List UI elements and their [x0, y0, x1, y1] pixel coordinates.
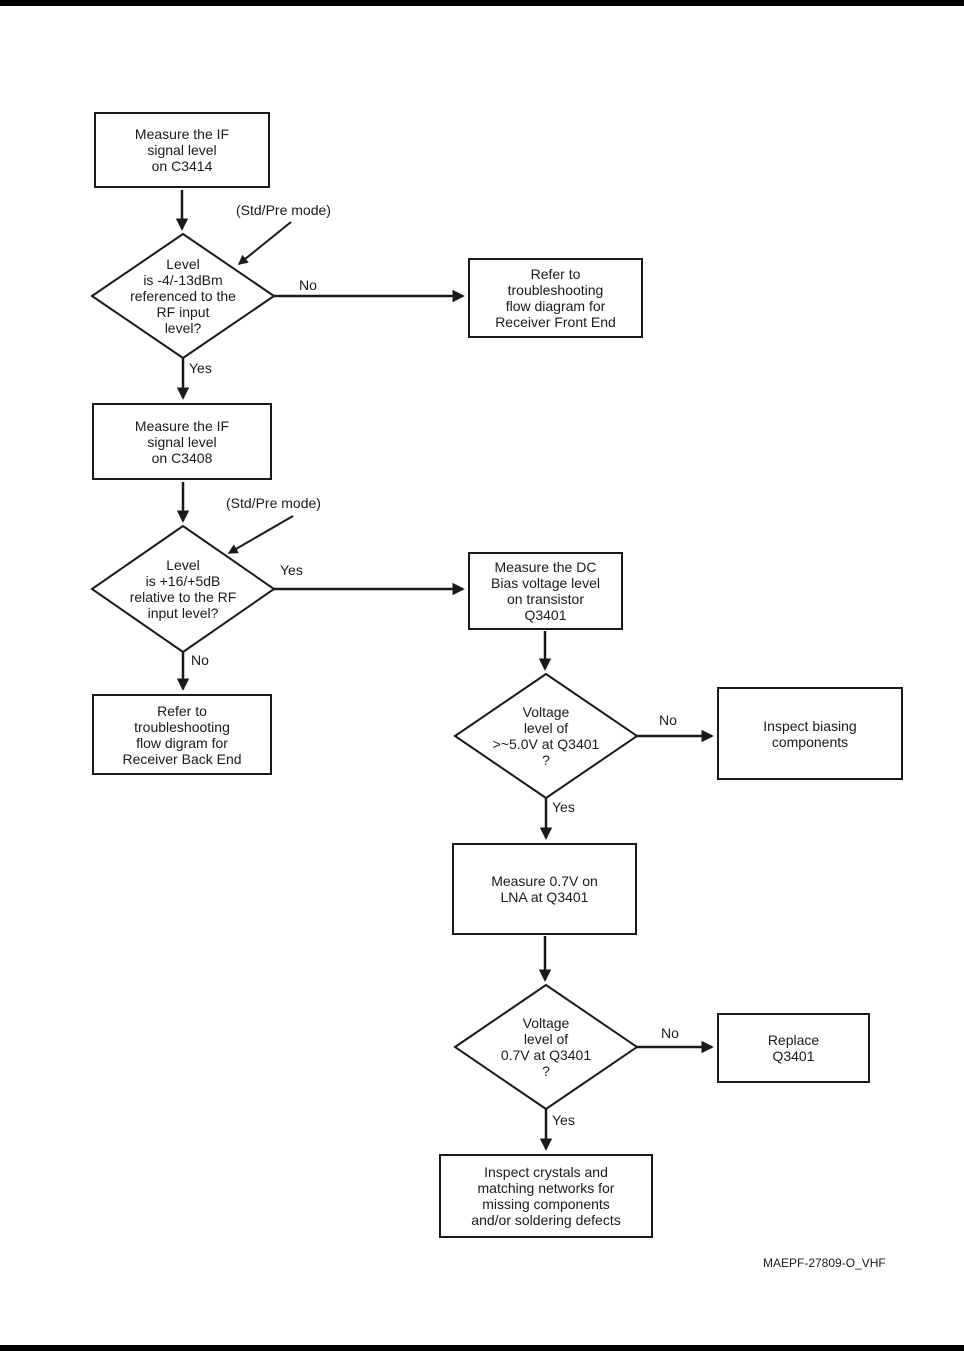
node-refer-front-end: Refer to troubleshooting flow diagram fo…	[468, 258, 643, 338]
figure-id-watermark: MAEPF-27809-O_VHF	[763, 1256, 886, 1270]
node-measure-dc-bias: Measure the DC Bias voltage level on tra…	[468, 552, 623, 630]
arrow-std-pre-mode-2	[227, 515, 294, 554]
edge-label-decision4-no: No	[661, 1025, 679, 1041]
edge-label-decision4-yes: Yes	[552, 1112, 575, 1128]
edge-label-decision1-no: No	[299, 277, 317, 293]
annotation-std-pre-mode-2: (Std/Pre mode)	[226, 495, 321, 511]
annotation-std-pre-mode-1: (Std/Pre mode)	[236, 202, 331, 218]
decision-diamond-level-c3408	[90, 524, 276, 654]
edge-label-decision1-yes: Yes	[189, 360, 212, 376]
node-measure-if-c3408: Measure the IF signal level on C3408	[92, 403, 272, 480]
decision-diamond-voltage-5v	[453, 672, 639, 800]
node-refer-back-end: Refer to troubleshooting flow digram for…	[92, 694, 272, 775]
arrow-std-pre-mode-1	[237, 221, 292, 265]
node-inspect-crystals: Inspect crystals and matching networks f…	[439, 1154, 653, 1238]
node-measure-07v-lna: Measure 0.7V on LNA at Q3401	[452, 843, 637, 935]
decision-diamond-voltage-07v	[453, 983, 639, 1111]
edge-label-decision3-no: No	[659, 712, 677, 728]
node-inspect-biasing: Inspect biasing components	[717, 687, 903, 780]
node-replace-q3401: Replace Q3401	[717, 1013, 870, 1083]
edge-label-decision2-no: No	[191, 652, 209, 668]
node-measure-if-c3414: Measure the IF signal level on C3414	[94, 112, 270, 188]
page-top-rule	[0, 0, 964, 6]
edge-label-decision2-yes: Yes	[280, 562, 303, 578]
page-bottom-rule	[0, 1345, 964, 1351]
edge-label-decision3-yes: Yes	[552, 799, 575, 815]
decision-diamond-level-c3414	[90, 232, 276, 360]
